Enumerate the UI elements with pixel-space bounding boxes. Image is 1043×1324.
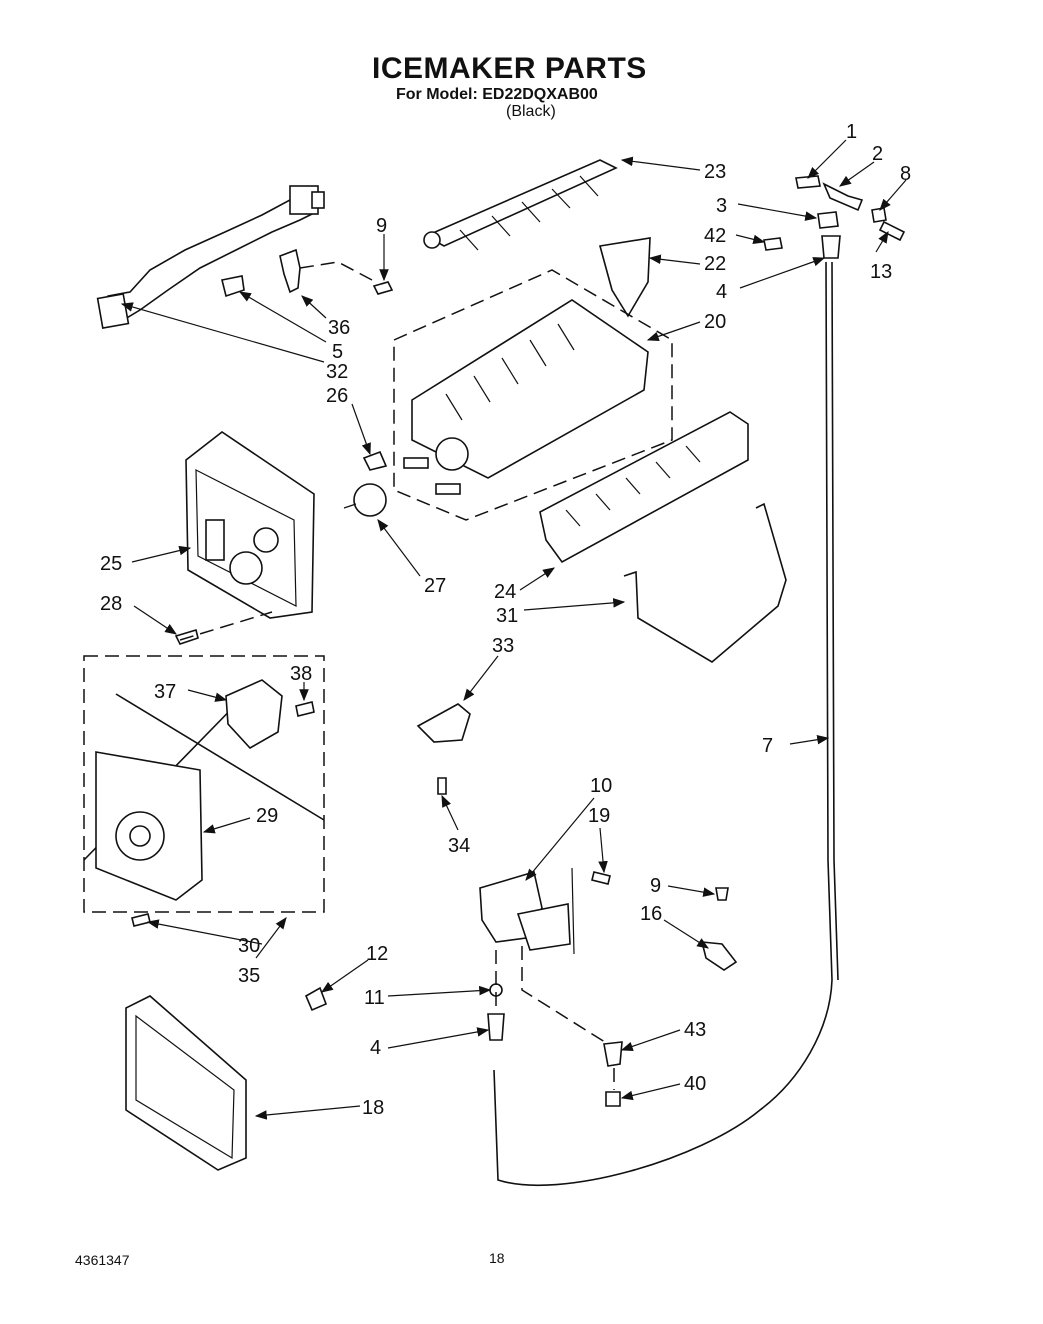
shutoff-arm-part-33: [416, 703, 471, 743]
callout-13: 13: [870, 261, 892, 283]
callout-36: 36: [328, 317, 350, 339]
callout-2: 2: [872, 143, 883, 165]
callout-43: 43: [684, 1019, 706, 1041]
wire-nut-part-12: [304, 986, 328, 1012]
callout-18: 18: [362, 1097, 384, 1119]
fitting-part-43: [603, 1041, 623, 1067]
nut-part-40: [605, 1091, 621, 1107]
callout-25: 25: [100, 553, 122, 575]
water-valve-part-10: [479, 867, 575, 955]
callout-29: 29: [256, 805, 278, 827]
callout-27: 27: [424, 575, 446, 597]
callout-9-top: 9: [376, 215, 387, 237]
callout-12: 12: [366, 943, 388, 965]
bail-arm-part-31: [623, 502, 787, 663]
callout-20: 20: [704, 311, 726, 333]
callout-5: 5: [332, 341, 343, 363]
callout-34: 34: [448, 835, 470, 857]
callout-22: 22: [704, 253, 726, 275]
callout-labels: 1 2 3 8 42 13 4 23 22 20 9 36 5 32 26 25…: [100, 121, 911, 1119]
callout-35: 35: [238, 965, 260, 987]
screw-part-34: [437, 777, 447, 795]
clip-part-26: [362, 450, 388, 471]
callout-33: 33: [492, 635, 514, 657]
screw-part-9-right: [715, 887, 729, 901]
motor-module-part-35: [83, 655, 325, 927]
footer-page-number: 18: [489, 1250, 505, 1266]
callout-9-right: 9: [650, 875, 661, 897]
page-title: ICEMAKER PARTS: [372, 52, 647, 85]
thermostat-part-27: [343, 483, 387, 517]
ejector-part-23: [423, 159, 618, 251]
model-line: For Model: ED22DQXAB00: [396, 86, 598, 103]
leader-lines: [120, 139, 907, 1120]
callout-7: 7: [762, 735, 773, 757]
ice-bin-part-18: [125, 995, 247, 1171]
callout-10: 10: [590, 775, 612, 797]
callout-32: 32: [326, 361, 348, 383]
callout-19: 19: [588, 805, 610, 827]
callout-16: 16: [640, 903, 662, 925]
callout-4-bottom: 4: [370, 1037, 381, 1059]
callout-11: 11: [364, 987, 385, 1009]
inlet-fittings: [763, 175, 906, 259]
callout-30: 30: [238, 935, 260, 957]
control-housing-part-25: [185, 431, 315, 619]
screw-part-19: [591, 871, 611, 885]
stripper-part-24: [539, 411, 749, 564]
callout-38: 38: [290, 663, 312, 685]
callout-3: 3: [716, 195, 727, 217]
callout-42: 42: [704, 225, 726, 247]
callout-8: 8: [900, 163, 911, 185]
callout-40: 40: [684, 1073, 706, 1095]
bracket-part-36: [279, 248, 373, 294]
water-tube-part-7: [493, 261, 833, 1187]
callout-37: 37: [154, 681, 176, 703]
color-line: (Black): [506, 103, 556, 120]
screw-part-9-top: [372, 281, 394, 295]
mold-part-20: [393, 269, 673, 521]
callout-4-top: 4: [716, 281, 727, 303]
clamp-part-16: [700, 941, 738, 971]
tube-insert-part-4-lower: [487, 1013, 505, 1041]
callout-24: 24: [494, 581, 516, 603]
callout-23: 23: [704, 161, 726, 183]
screw-part-28: [174, 628, 199, 645]
footer-document-code: 4361347: [75, 1252, 130, 1268]
callout-28: 28: [100, 593, 122, 615]
callout-1: 1: [846, 121, 857, 143]
callout-26: 26: [326, 385, 348, 407]
fill-cup-part-22: [598, 237, 651, 318]
clip-part-5: [221, 275, 245, 298]
callout-31: 31: [496, 605, 518, 627]
